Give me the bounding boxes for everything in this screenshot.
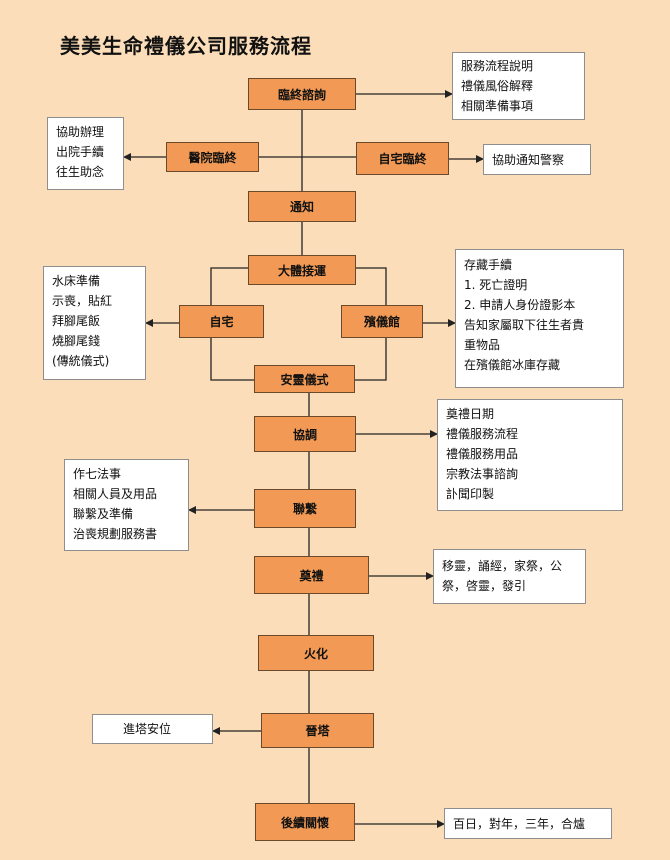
note-funeral-home-line: 1. 死亡證明 <box>464 278 528 292</box>
note-funeral-home-line: 重物品 <box>464 338 501 352</box>
step-home: 自宅 <box>179 305 264 338</box>
note-burial-rite: 移靈，誦經，家祭，公 祭，啓靈，發引 <box>433 549 586 604</box>
note-consult-line: 禮儀風俗解釋 <box>461 79 534 93</box>
note-hospital-line: 往生助念 <box>56 165 105 179</box>
step-cremation: 火化 <box>258 635 374 671</box>
note-consult-line: 相關準備事項 <box>461 99 534 113</box>
note-coordinate-line: 宗教法事諮詢 <box>446 467 519 481</box>
note-coordinate: 奠禮日期 禮儀服務流程 禮儀服務用品 宗教法事諮詢 訃聞印製 <box>437 399 623 511</box>
note-coordinate-line: 禮儀服務流程 <box>446 427 519 441</box>
note-aftercare: 百日，對年，三年，合爐 <box>444 808 612 839</box>
note-funeral-home: 存藏手續 1. 死亡證明 2. 申請人身份證影本 告知家屬取下往生者貴 重物品 … <box>455 249 624 388</box>
note-burial-rite-line: 移靈，誦經，家祭，公 <box>442 559 563 573</box>
note-consult-line: 服務流程說明 <box>461 59 534 73</box>
step-consult: 臨終諮詢 <box>248 78 356 110</box>
note-home-line: 水床準備 <box>52 274 101 288</box>
note-burial-rite-line: 祭，啓靈，發引 <box>442 579 527 593</box>
note-coordinate-line: 訃聞印製 <box>446 487 495 501</box>
note-funeral-home-line: 2. 申請人身份證影本 <box>464 298 576 312</box>
note-home-line: 拜腳尾飯 <box>52 314 101 328</box>
step-transport: 大體接運 <box>248 255 356 285</box>
note-contact: 作七法事 相關人員及用品 聯繫及準備 治喪規劃服務書 <box>64 459 189 551</box>
note-columbarium-line: 進塔安位 <box>123 722 172 736</box>
note-funeral-home-line: 存藏手續 <box>464 258 513 272</box>
step-aftercare: 後續關懷 <box>255 803 355 841</box>
note-home-death-line: 協助通知警察 <box>492 153 565 167</box>
note-contact-line: 作七法事 <box>73 467 122 481</box>
step-home-death: 自宅臨終 <box>356 142 449 175</box>
note-home-line: 燒腳尾錢 <box>52 334 101 348</box>
note-aftercare-line: 百日，對年，三年，合爐 <box>453 817 586 831</box>
note-contact-line: 治喪規劃服務書 <box>73 527 158 541</box>
step-columbarium: 晉塔 <box>261 713 374 748</box>
note-columbarium: 進塔安位 <box>92 714 213 744</box>
step-coordinate: 協調 <box>254 416 356 452</box>
note-contact-line: 相關人員及用品 <box>73 487 158 501</box>
step-hospital: 醫院臨終 <box>166 142 259 172</box>
note-consult: 服務流程說明 禮儀風俗解釋 相關準備事項 <box>452 52 585 120</box>
note-coordinate-line: 奠禮日期 <box>446 407 495 421</box>
note-hospital-line: 協助辦理 <box>56 125 105 139</box>
step-contact: 聯繫 <box>254 489 356 528</box>
note-hospital: 協助辦理 出院手續 往生助念 <box>47 117 124 190</box>
step-burial-rite: 奠禮 <box>254 556 369 594</box>
note-funeral-home-line: 在殯儀館冰庫存藏 <box>464 358 561 372</box>
note-coordinate-line: 禮儀服務用品 <box>446 447 519 461</box>
note-contact-line: 聯繫及準備 <box>73 507 134 521</box>
note-funeral-home-line: 告知家屬取下往生者貴 <box>464 318 585 332</box>
note-home-line: (傳統儀式) <box>52 354 110 368</box>
note-hospital-line: 出院手續 <box>56 145 105 159</box>
step-notify: 通知 <box>248 191 356 222</box>
note-home-death: 協助通知警察 <box>483 144 591 175</box>
page-title: 美美生命禮儀公司服務流程 <box>60 34 312 58</box>
step-spirit-ritual: 安靈儀式 <box>254 365 355 393</box>
note-home: 水床準備 示喪，貼紅 拜腳尾飯 燒腳尾錢 (傳統儀式) <box>43 266 146 380</box>
step-funeral-home: 殯儀館 <box>341 305 423 338</box>
note-home-line: 示喪，貼紅 <box>52 294 113 308</box>
